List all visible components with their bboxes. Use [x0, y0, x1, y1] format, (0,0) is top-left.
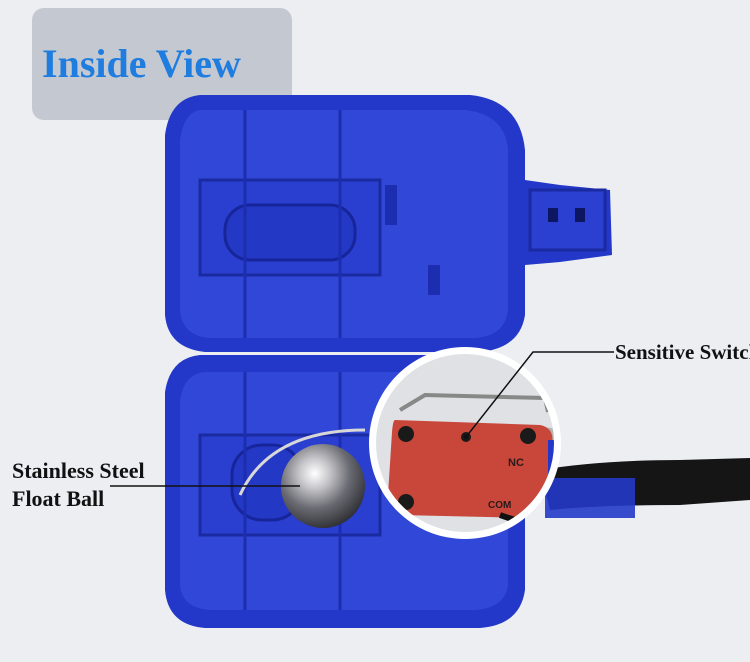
steel-ball	[281, 444, 365, 528]
micro-switch	[387, 420, 553, 519]
float-ball-label-line2: Float Ball	[12, 486, 105, 511]
float-ball-label-line1: Stainless Steel	[12, 458, 145, 483]
upper-housing	[165, 95, 612, 352]
page-title: Inside View	[42, 41, 241, 86]
switch-callout-line	[465, 351, 614, 438]
switch-nc-mark: NC	[508, 457, 524, 469]
switch-magnifier: NC COM	[369, 347, 561, 539]
sensitive-switch-label: Sensitive Switch	[615, 340, 750, 364]
switch-com-mark: COM	[488, 500, 511, 511]
